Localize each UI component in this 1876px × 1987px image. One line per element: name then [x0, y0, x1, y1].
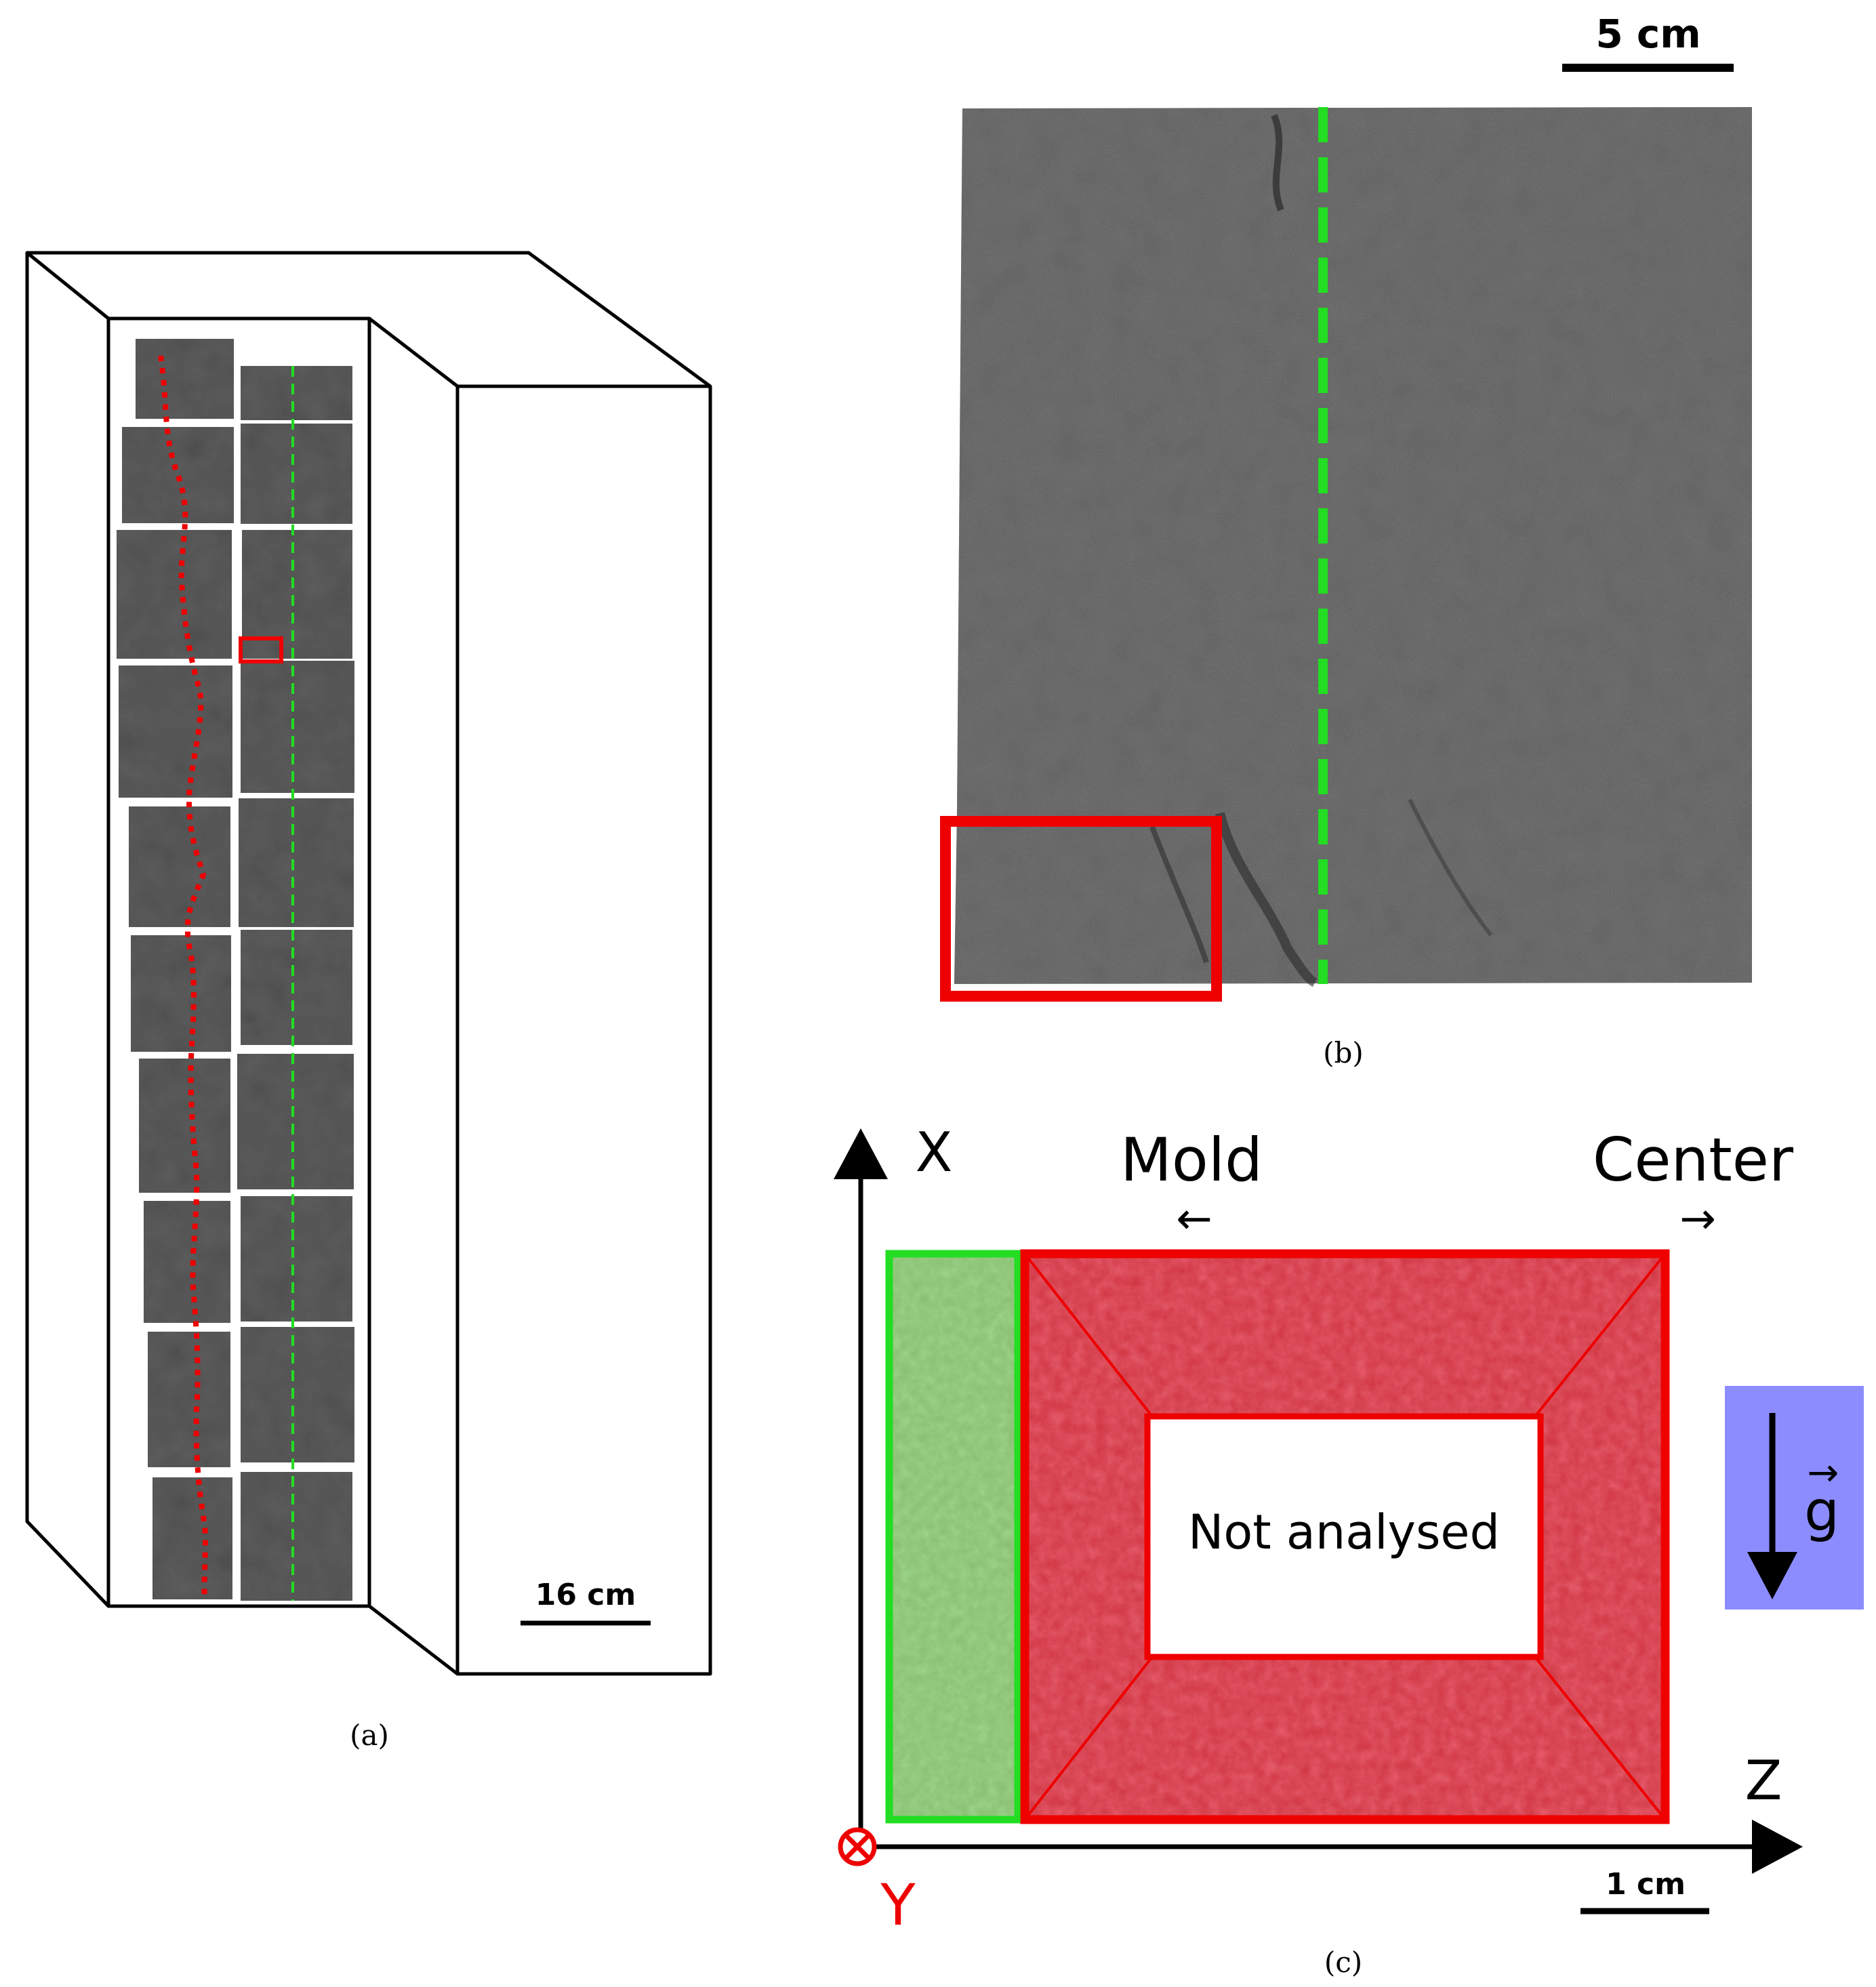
- center-arrow: →: [1679, 1194, 1716, 1244]
- sample-tile: [241, 1472, 352, 1601]
- sample-tile: [144, 1201, 230, 1323]
- red-dotted-path: [158, 355, 208, 1600]
- panel-b: 5 cm (b): [940, 11, 1752, 1069]
- scale-label-c: 1 cm: [1606, 1867, 1686, 1902]
- y-axis-into-page-icon: [838, 1827, 877, 1866]
- sample-tile: [122, 427, 234, 523]
- center-label: Center: [1593, 1125, 1794, 1195]
- red-region-rectangle: [940, 816, 1222, 1002]
- x-axis-arrowhead: [834, 1128, 888, 1179]
- sample-tile: [119, 665, 232, 798]
- not-analysed-label: Not analysed: [1188, 1504, 1500, 1560]
- gravity-vector-mark: →: [1808, 1451, 1839, 1495]
- sample-tile: [136, 339, 234, 419]
- z-axis-arrowhead: [1752, 1820, 1803, 1874]
- sample-tile: [241, 1327, 354, 1462]
- sample-tile: [237, 1054, 354, 1189]
- caption-a: (a): [350, 1719, 389, 1752]
- gravity-box: [1725, 1386, 1864, 1610]
- x-axis-label: X: [916, 1121, 953, 1184]
- green-region: [885, 1250, 1022, 1824]
- sample-tile: [241, 366, 352, 420]
- panel-c: X Z Y Mold ← Center →: [834, 1121, 1864, 1979]
- sample-tile: [129, 806, 230, 927]
- mold-label: Mold: [1120, 1125, 1263, 1195]
- sample-tiles-left: [117, 339, 234, 1599]
- sample-tile: [148, 1332, 230, 1467]
- gravity-arrowhead: [1747, 1552, 1797, 1599]
- sample-tile: [152, 1477, 232, 1599]
- sample-tile: [139, 1059, 230, 1193]
- mold-arrow: ←: [1176, 1194, 1212, 1244]
- panel-a: 16 cm (a): [25, 251, 712, 1752]
- sample-tile: [241, 661, 354, 793]
- macrograph-image: [954, 107, 1752, 987]
- gravity-label: g: [1804, 1479, 1839, 1544]
- caption-c: (c): [1324, 1946, 1362, 1979]
- sample-tile: [131, 935, 231, 1052]
- red-sample-location: [239, 636, 283, 663]
- sample-tile: [117, 530, 232, 659]
- sample-tile: [239, 798, 354, 927]
- scale-label-b: 5 cm: [1595, 11, 1700, 57]
- scale-label-a: 16 cm: [535, 1578, 636, 1612]
- not-analysed-box: Not analysed: [1144, 1413, 1544, 1660]
- sample-tile: [241, 1196, 352, 1322]
- sample-tiles-right: [237, 366, 354, 1601]
- gravity-indicator: g →: [1725, 1386, 1864, 1610]
- y-axis-label: Y: [880, 1872, 916, 1938]
- caption-b: (b): [1323, 1036, 1364, 1069]
- z-axis-label: Z: [1745, 1749, 1782, 1812]
- sample-tile: [241, 424, 352, 524]
- sample-tile: [241, 930, 352, 1045]
